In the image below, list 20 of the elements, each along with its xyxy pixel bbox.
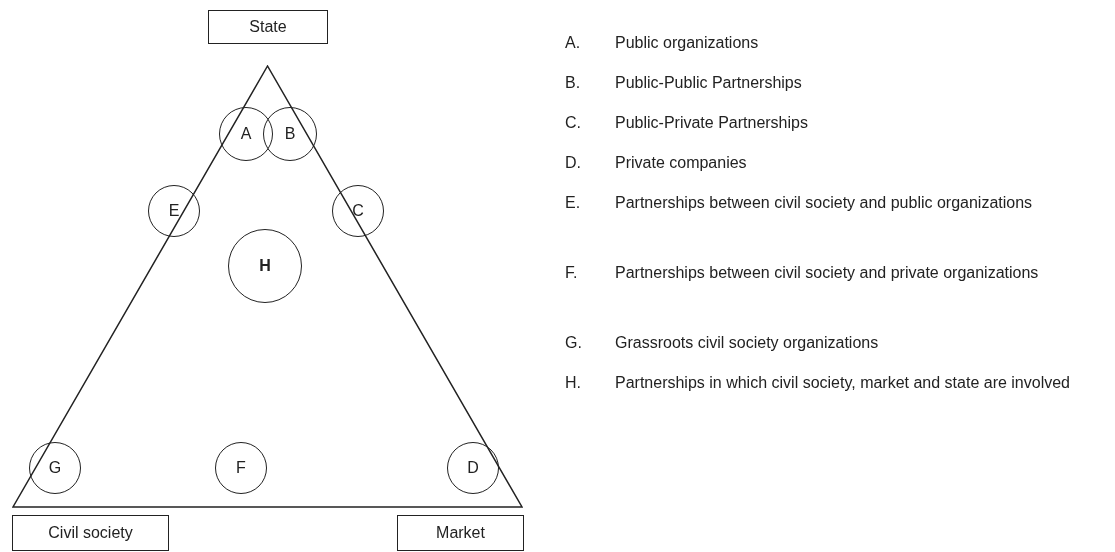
list-letter: E. xyxy=(565,193,581,213)
list-description: Public organizations xyxy=(615,33,760,53)
label-box: State xyxy=(208,10,328,44)
label-box: Market xyxy=(397,515,524,551)
list-description: Public-Private Partnerships xyxy=(615,113,809,133)
list-letter: G. xyxy=(565,333,582,353)
list-description: Grassroots civil society organizations xyxy=(615,333,880,353)
list-letter: H. xyxy=(565,373,581,393)
list-description: Partnerships between civil society and public organizations xyxy=(615,193,1034,213)
list-letter: F. xyxy=(565,263,578,283)
list-letter: D. xyxy=(565,153,581,173)
list-description: Public-Public Partnerships xyxy=(615,73,803,93)
list-description: Private companies xyxy=(615,153,748,173)
list-description: Partnerships in which civil society, market and state are involved xyxy=(615,373,1071,393)
triangle-outline xyxy=(12,65,523,508)
list-letter: B. xyxy=(565,73,581,93)
list-description: Partnerships between civil society and private organizations xyxy=(615,263,1040,283)
label-box: Civil society xyxy=(12,515,169,551)
list-letter: A. xyxy=(565,33,581,53)
list-letter: C. xyxy=(565,113,581,133)
